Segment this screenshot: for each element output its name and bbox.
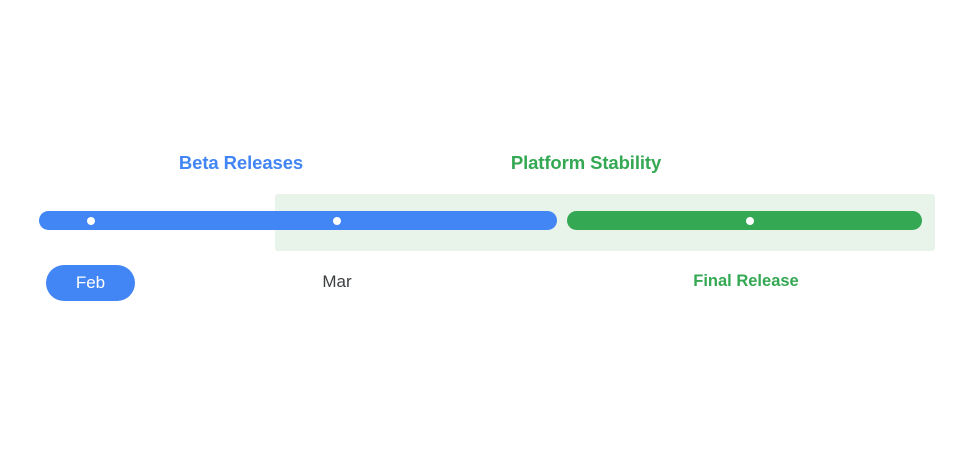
track-beta-releases[interactable] — [39, 211, 557, 230]
milestone-dot-mar[interactable] — [333, 216, 341, 225]
marker-label-final-release[interactable]: Final Release — [693, 272, 799, 290]
track-platform-stability[interactable] — [567, 211, 922, 230]
milestone-dot-final-release[interactable] — [746, 216, 754, 225]
marker-pill-feb[interactable]: Feb — [46, 265, 135, 301]
milestone-dot-feb[interactable] — [87, 216, 95, 225]
phase-label-platform-stability: Platform Stability — [510, 152, 662, 173]
phase-label-beta-releases: Beta Releases — [178, 152, 304, 173]
marker-label-mar[interactable]: Mar — [322, 272, 352, 291]
